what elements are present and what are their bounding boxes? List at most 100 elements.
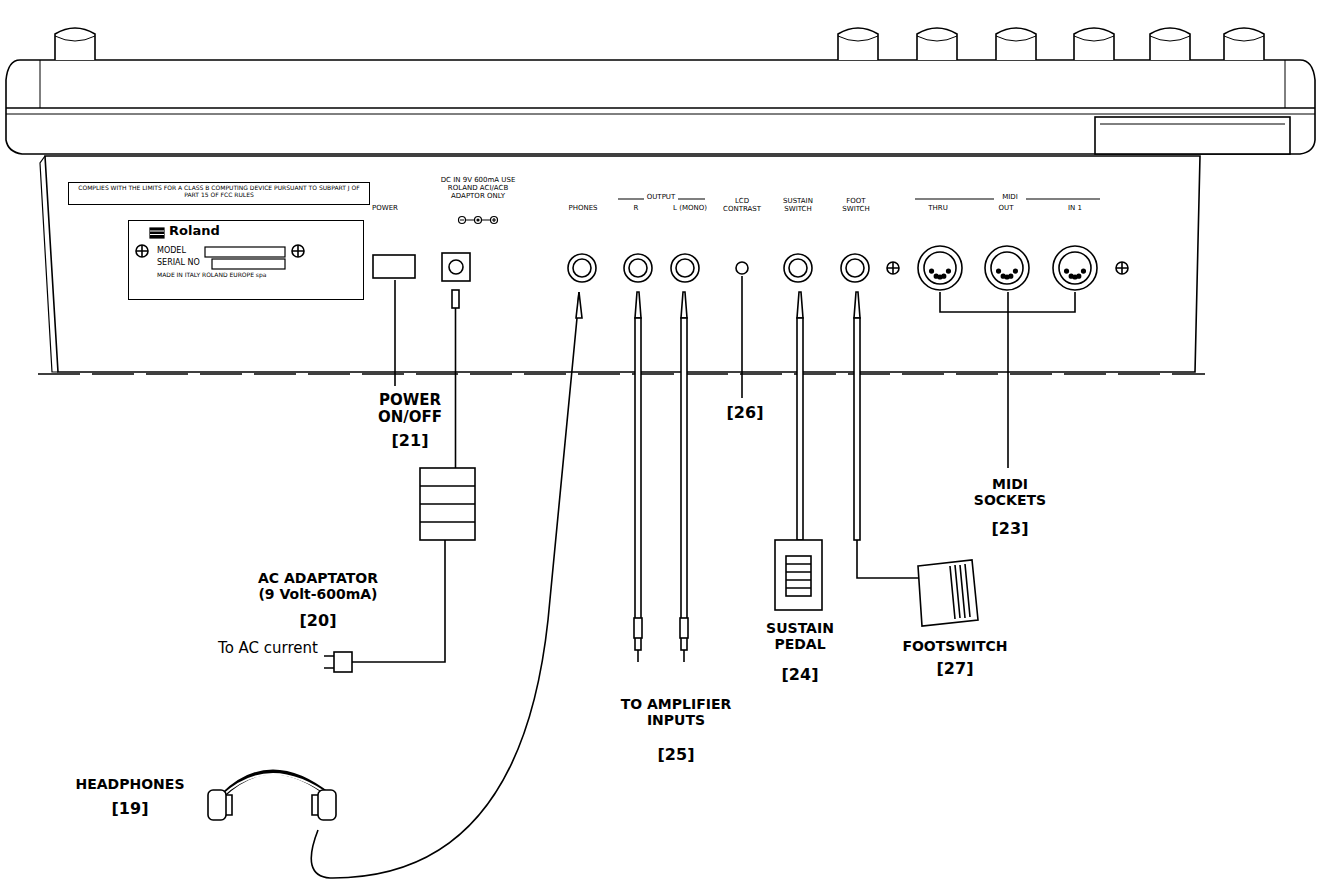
cable (854, 318, 860, 540)
plug-tip (797, 292, 803, 318)
knob (917, 28, 957, 60)
polarity-symbol (459, 217, 498, 224)
panel-label: DC IN 9V 600mA USE ROLAND ACI/ACB ADAPTO… (437, 176, 519, 200)
panel-label: LCD CONTRAST (718, 197, 766, 213)
jack-hole (789, 259, 807, 277)
panel-label: SUSTAIN SWITCH (775, 197, 821, 213)
callout-label: AC ADAPTATOR (9 Volt-600mA) (249, 570, 387, 602)
din-pin (1014, 269, 1018, 273)
callout-number: [19] (112, 800, 149, 818)
callout-label: To AC current (218, 640, 318, 657)
plug-tip (681, 292, 687, 318)
din-pin (1009, 274, 1013, 278)
callout-label: FOOTSWITCH (902, 638, 1007, 654)
model-field (205, 247, 285, 257)
panel-label: IN 1 (1067, 204, 1083, 212)
shell-seam (6, 114, 1315, 115)
din-socket (918, 246, 962, 290)
midi-sockets (918, 246, 1097, 290)
cartridge-slot (1095, 117, 1290, 154)
callout-label: MIDI SOCKETS (962, 476, 1058, 508)
jack (624, 254, 652, 282)
din-pin (997, 269, 1001, 273)
knob-rim (1150, 36, 1190, 41)
jack-hole (846, 259, 864, 277)
plate-text: MADE IN ITALY ROLAND EUROPE spa (157, 272, 267, 279)
plate-text: Roland (169, 224, 220, 239)
din-pin (947, 269, 951, 273)
din-inner (924, 252, 956, 284)
panel-label: THRU (927, 204, 949, 212)
knob (838, 28, 878, 60)
headphones (208, 292, 582, 878)
cable-plug (680, 618, 688, 638)
roland-emblem (150, 228, 164, 238)
panel-label: R (633, 204, 640, 212)
nameplate-screw (136, 245, 148, 257)
panel-label: OUTPUT (646, 193, 677, 201)
leader-line (741, 276, 743, 398)
callout-label: HEADPHONES (76, 776, 185, 792)
callout-number: [25] (658, 746, 695, 764)
callout-number: [24] (782, 666, 819, 684)
jack (568, 254, 596, 282)
serial-field (212, 259, 285, 269)
power-switch (373, 255, 415, 278)
rear-panel (45, 156, 1200, 372)
jack-hole (629, 259, 647, 277)
din-pin (1082, 269, 1086, 273)
knob-rim (838, 36, 878, 41)
plate-text: SERIAL NO (157, 258, 200, 267)
din-socket (985, 246, 1029, 290)
knob-rim (1224, 36, 1264, 41)
dashed-guide (38, 373, 1205, 375)
callout-number: [20] (300, 612, 337, 630)
jack (671, 254, 699, 282)
leader-line (394, 280, 396, 386)
dc-jack-hole (449, 260, 463, 274)
knob (55, 28, 95, 60)
nameplate: RolandMODEL SERIAL NO MADE IN ITALY ROLAND… (128, 220, 364, 300)
cable (635, 318, 641, 650)
shell-seam (6, 107, 1315, 109)
top-shell (6, 60, 1315, 154)
ac-adaptor (324, 290, 475, 672)
fcc-notice: COMPLIES WITH THE LIMITS FOR A CLASS B C… (68, 182, 370, 205)
din-inner (991, 252, 1023, 284)
plug-tip (635, 292, 641, 318)
cable-plug (634, 618, 642, 638)
plug-tip (854, 292, 860, 318)
plate-text: COMPLIES WITH THE LIMITS FOR A CLASS B C… (69, 183, 369, 201)
panel-side (40, 156, 58, 372)
panel-label: PHONES (567, 204, 598, 212)
knob-rim (996, 36, 1036, 41)
dc-jack (442, 253, 470, 281)
knob (996, 28, 1036, 60)
din-inner (1059, 252, 1091, 284)
plate-text: MODEL (157, 246, 186, 255)
jack-hole (573, 259, 591, 277)
cables (634, 292, 860, 662)
knob (1074, 28, 1114, 60)
callout-label: TO AMPLIFIER INPUTS (610, 696, 742, 728)
din-socket (1053, 246, 1097, 290)
midi-leader (940, 292, 1075, 468)
knob-rim (1074, 36, 1114, 41)
shell-edge (40, 60, 1285, 108)
plug-tip (637, 650, 639, 662)
callout-label: POWER ON/OFF (365, 392, 455, 427)
knob-rim (917, 36, 957, 41)
callout-number: [21] (392, 432, 429, 450)
din-pin (1077, 274, 1081, 278)
knob-rim (55, 36, 95, 41)
footswitch (857, 540, 978, 626)
jack-hole (676, 259, 694, 277)
jack (841, 254, 869, 282)
callout-number: [23] (992, 520, 1029, 538)
jack (784, 254, 812, 282)
jacks (568, 254, 869, 282)
callout-number: [27] (937, 660, 974, 678)
panel-label: FOOT SWITCH (837, 197, 875, 213)
panel-label: OUT (998, 204, 1015, 212)
panel-label: POWER (371, 204, 399, 212)
